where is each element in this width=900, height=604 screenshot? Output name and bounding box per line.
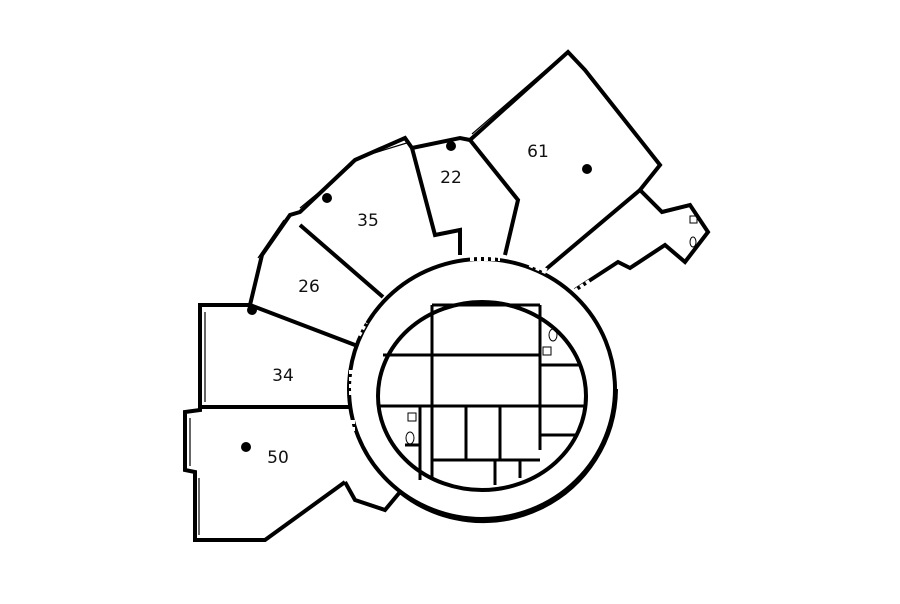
partition-walls <box>200 138 642 485</box>
columns <box>241 141 592 452</box>
corridor-outer-wall <box>347 257 617 521</box>
room-34-label: 34 <box>272 366 294 386</box>
room-50-label: 50 <box>267 448 289 468</box>
doors <box>349 255 592 477</box>
room-61-label: 61 <box>527 142 549 162</box>
room-26-label: 26 <box>298 277 320 297</box>
core-wall <box>376 300 588 492</box>
room-22-label: 22 <box>440 168 462 188</box>
exterior-walls <box>183 49 711 542</box>
toilet-icon <box>405 215 698 445</box>
room-35-label: 35 <box>357 211 379 231</box>
